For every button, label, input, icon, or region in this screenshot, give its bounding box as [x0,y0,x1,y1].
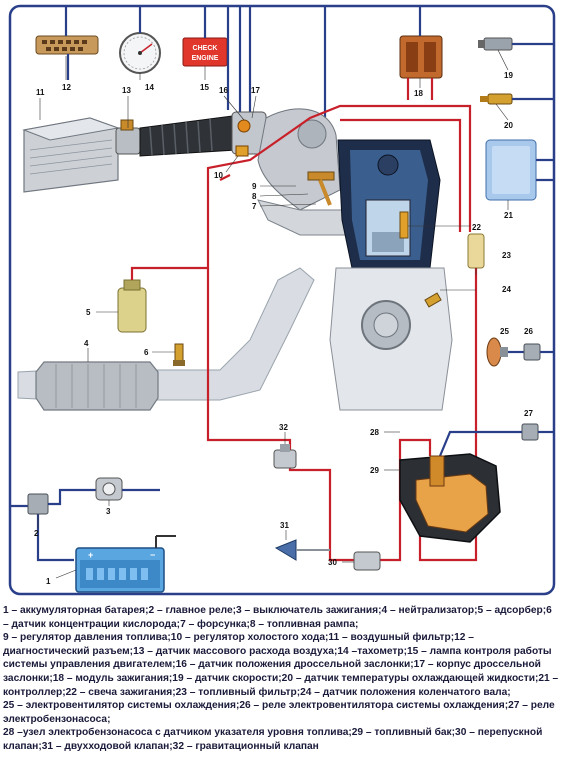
label-10: 10 [214,171,223,180]
air-filter [22,117,120,193]
label-14: 14 [145,83,154,92]
label-4: 4 [84,339,89,348]
ignition-module [399,35,443,79]
fuel-injector [307,171,335,206]
crankshaft-position-sensor [424,292,442,308]
two-way-valve [274,539,330,561]
label-12: 12 [62,83,71,92]
label-17: 17 [251,86,260,95]
gravity-valve [273,444,297,469]
check-engine-text-2: ENGINE [192,55,219,62]
intake-hose [139,115,237,157]
label-1: 1 [46,577,51,586]
diagnostic-connector [35,35,99,55]
legend-line-2: 9 – регулятор давления топлива;10 – регу… [3,632,559,698]
coolant-temperature-sensor [480,93,513,105]
check-engine-lamp: CHECK ENGINE [182,37,228,67]
label-20: 20 [504,121,513,130]
battery: + − [75,547,165,593]
label-18: 18 [414,89,423,98]
engine-control-system-diagram: CHECK ENGINE [8,4,556,596]
label-11: 11 [36,88,45,97]
label-7: 7 [252,202,257,211]
catalytic-converter [35,361,159,411]
tachometer [119,32,161,74]
label-3: 3 [106,507,111,516]
adsorber [117,279,147,333]
label-9: 9 [252,182,257,191]
label-29: 29 [370,466,379,475]
cooling-fan [486,337,508,367]
battery-minus-sign: − [150,550,155,560]
legend-line-4: 28 –узел электробензонасоса с датчиком у… [3,727,543,752]
harness-frame [8,4,556,596]
legend-line-1: 1 – аккумуляторная батарея;2 – главное р… [3,605,552,630]
spark-plug [399,211,409,239]
check-engine-text-1: CHECK [193,45,218,52]
legend: 1 – аккумуляторная батарея;2 – главное р… [3,604,559,754]
bypass-valve [353,551,381,571]
label-19: 19 [504,71,513,80]
label-32: 32 [279,423,288,432]
fuel-tank [399,453,501,543]
label-30: 30 [328,558,337,567]
main-relay [27,493,49,515]
label-26: 26 [524,327,533,336]
label-25: 25 [500,327,509,336]
battery-plus-sign: + [88,550,93,560]
label-8: 8 [252,192,257,201]
label-13: 13 [122,86,131,95]
speed-sensor [478,37,513,51]
engine-block [329,139,453,411]
label-21: 21 [504,211,513,220]
label-24: 24 [502,285,511,294]
controller [485,139,537,201]
fuel-filter [467,233,485,269]
ignition-switch [95,477,123,501]
label-5: 5 [86,308,91,317]
label-28: 28 [370,428,379,437]
label-6: 6 [144,348,149,357]
label-15: 15 [200,83,209,92]
legend-line-3: 25 – электровентилятор системы охлаждени… [3,700,555,725]
label-27: 27 [524,409,533,418]
label-2: 2 [34,529,39,538]
cooling-fan-relay [523,343,541,361]
label-23: 23 [502,251,511,260]
oxygen-sensor [173,343,185,366]
fuel-pump-relay [521,423,539,441]
label-31: 31 [280,521,289,530]
label-16: 16 [219,86,228,95]
label-22: 22 [472,223,481,232]
